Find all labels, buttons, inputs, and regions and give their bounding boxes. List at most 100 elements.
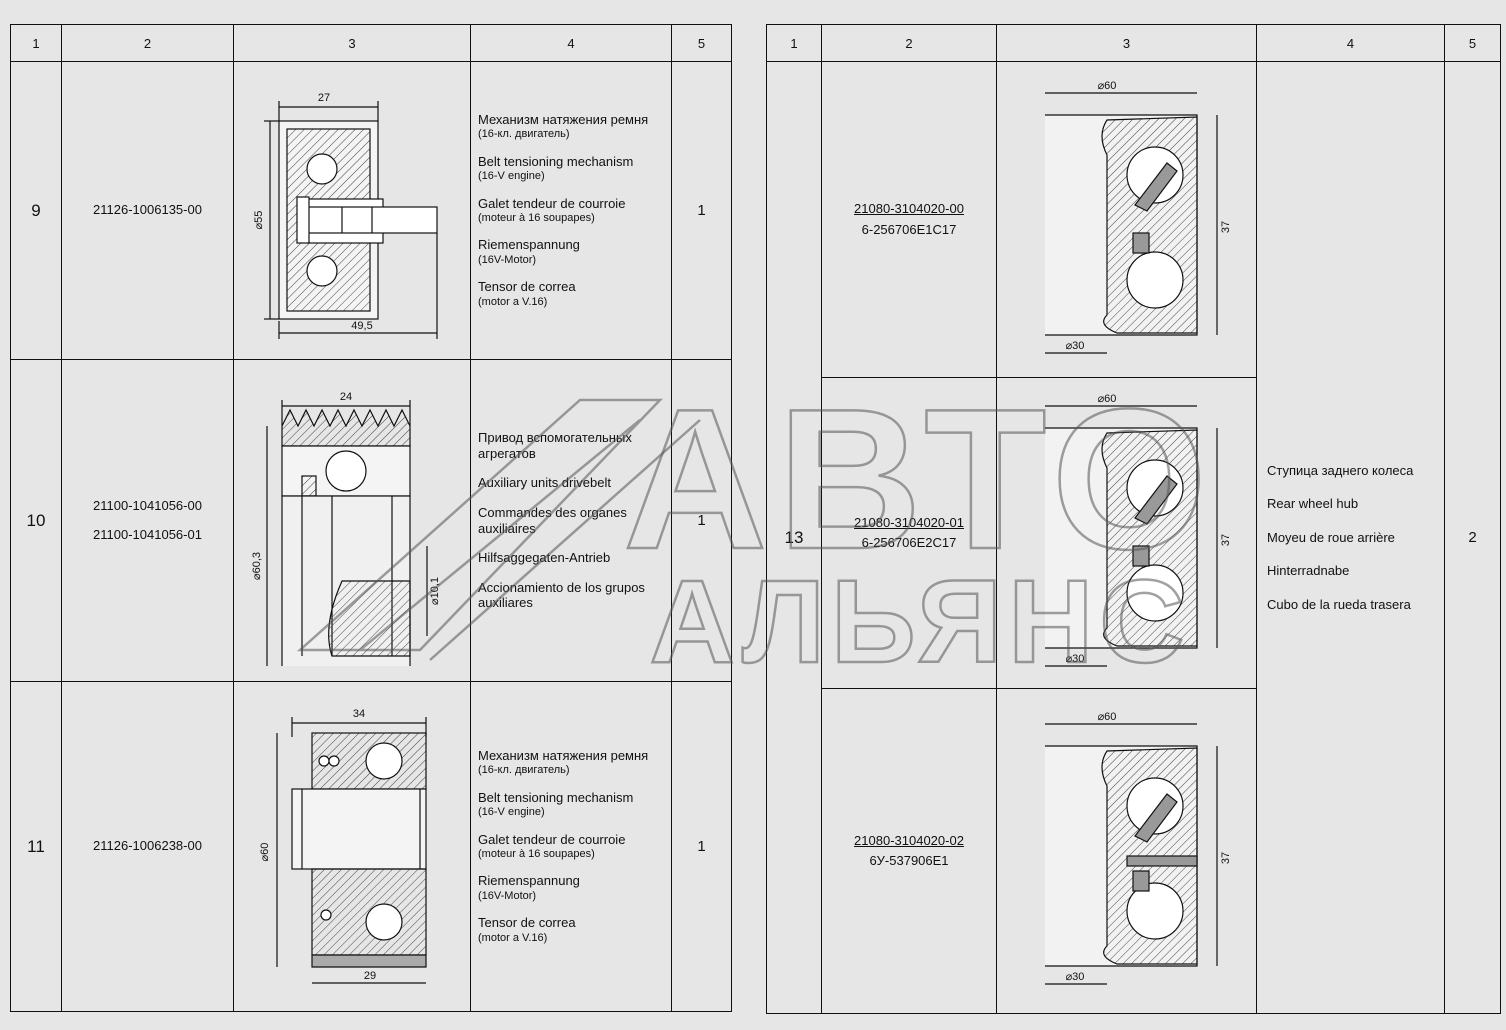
hub-drawing-variant-2: ⌀60 ⌀30 37 [996, 377, 1257, 689]
table-row: 21080-3104020-01 6-256706E2C17 ⌀60 ⌀30 [767, 377, 1501, 689]
desc-ru-sub: (16-кл. двигатель) [478, 128, 570, 141]
desc-es: Cubo de la rueda trasera [1267, 596, 1411, 612]
part-description: Ступица заднего колеса Rear wheel hub Mo… [1256, 61, 1445, 1014]
col-header-3: 3 [233, 24, 471, 62]
dim-height: 37 [1220, 852, 1232, 864]
hub-drawing-icon: ⌀60 ⌀30 37 [1044, 711, 1232, 985]
dim-inner: ⌀30 [1065, 653, 1084, 665]
col-header-1: 1 [766, 24, 822, 62]
dim-width: 34 [353, 708, 365, 720]
tensioner-drawing-icon: 27 ⌀55 49,5 [253, 92, 438, 339]
part-code-text: 21080-3104020-02 [854, 832, 964, 848]
hub-drawing-icon: ⌀60 ⌀30 37 [1044, 80, 1232, 354]
desc-es: Accionamiento de los grupos auxiliares [478, 579, 645, 611]
dim-inner: ⌀30 [1065, 340, 1084, 352]
hub-drawing-icon: ⌀60 ⌀30 37 [1044, 393, 1232, 667]
table-row: 9 21126-1006135-00 [10, 61, 732, 360]
dim-outer: ⌀60 [1097, 711, 1116, 723]
part-code-text: 21080-3104020-00 [854, 201, 964, 217]
desc-de: Hilfsaggegaten-Antrieb [478, 550, 611, 566]
item-number: 10 [10, 359, 62, 682]
part-drawing-belt-tensioner: 27 ⌀55 49,5 [233, 61, 471, 360]
item-number: 13 [766, 61, 822, 1014]
item-number: 11 [10, 681, 62, 1012]
quantity: 2 [1444, 61, 1501, 1014]
hub-drawing-variant-3: ⌀60 ⌀30 37 [996, 688, 1257, 1014]
right-header-row: 1 2 3 4 5 [766, 24, 1501, 62]
left-header-row: 1 2 3 4 5 [10, 24, 732, 62]
part-code-text: 21080-3104020-01 [854, 514, 964, 530]
desc-fr: Commandes des organes auxiliaires [478, 504, 627, 536]
bearing-code-text: 6-256706E1C17 [861, 221, 957, 237]
quantity: 1 [671, 681, 732, 1012]
left-parts-table: 1 2 3 4 5 9 21126-1006135-00 [10, 24, 732, 1012]
dim-diameter: ⌀55 [253, 210, 265, 229]
desc-es-sub: (motor a V.16) [478, 931, 548, 944]
part-code: 21126-1006238-00 [61, 681, 234, 1012]
part-drawing-drive-pulley: 24 ⌀60,3 ⌀10,1 [233, 359, 471, 682]
dim-bottom: 29 [364, 970, 376, 982]
desc-ru-sub: (16-кл. двигатель) [478, 764, 570, 777]
desc-fr-sub: (moteur à 16 soupapes) [478, 212, 595, 225]
hub-drawing-variant-1: ⌀60 ⌀30 37 [996, 61, 1257, 378]
dim-length: 49,5 [351, 320, 372, 332]
part-description: Механизм натяжения ремня (16-кл. двигате… [470, 61, 672, 360]
part-code-text: 21126-1006238-00 [93, 838, 202, 854]
part-code-variant-2: 21080-3104020-01 6-256706E2C17 [821, 377, 997, 689]
quantity: 1 [671, 359, 732, 682]
part-code-text: 21100-1041056-00 [93, 498, 202, 514]
desc-fr: Moyeu de roue arrière [1267, 529, 1395, 545]
dim-diameter: ⌀60,3 [251, 551, 263, 579]
col-header-3: 3 [996, 24, 1257, 62]
desc-es-sub: (motor a V.16) [478, 295, 548, 308]
right-parts-table: 1 2 3 4 5 13 21080-3104020-00 6-256706E1… [766, 24, 1501, 1014]
col-header-2: 2 [61, 24, 234, 62]
part-description: Привод вспомогательных агрегатов Auxilia… [470, 359, 672, 682]
tensioner-drawing-icon: 34 ⌀60 29 [259, 708, 427, 984]
part-code: 21126-1006135-00 [61, 61, 234, 360]
pulley-drawing-icon: 24 ⌀60,3 ⌀10,1 [251, 391, 441, 666]
part-description: Механизм натяжения ремня (16-кл. двигате… [470, 681, 672, 1012]
col-header-5: 5 [671, 24, 732, 62]
table-row: 13 21080-3104020-00 6-256706E1C17 ⌀60 [766, 61, 1501, 1014]
col-header-2: 2 [821, 24, 997, 62]
desc-ru: Ступица заднего колеса [1267, 462, 1414, 478]
dim-diameter: ⌀60 [259, 842, 271, 861]
table-row: 21080-3104020-02 6У-537906Е1 ⌀60 [767, 688, 1501, 1014]
dim-height: 37 [1220, 534, 1232, 546]
col-header-5: 5 [1444, 24, 1501, 62]
bearing-code-text: 6У-537906Е1 [869, 853, 949, 868]
table-row: 11 21126-1006238-00 [10, 681, 732, 1012]
desc-de: Hinterradnabe [1267, 563, 1350, 579]
desc-en: Auxiliary units drivebelt [478, 475, 611, 491]
item-number: 9 [10, 61, 62, 360]
col-header-1: 1 [10, 24, 62, 62]
dim-inner: ⌀30 [1065, 971, 1084, 983]
desc-ru: Привод вспомогательных агрегатов [478, 430, 632, 461]
desc-ru: Механизм натяжения ремня [478, 111, 649, 127]
col-header-4: 4 [470, 24, 672, 62]
desc-es: Tensor de correa [478, 279, 576, 295]
desc-ru: Механизм натяжения ремня [478, 747, 649, 763]
desc-fr-sub: (moteur à 16 soupapes) [478, 848, 595, 861]
desc-es: Tensor de correa [478, 915, 576, 931]
part-code: 21100-1041056-00 21100-1041056-01 [61, 359, 234, 682]
desc-en: Belt tensioning mechanism [478, 153, 634, 169]
bearing-code-text: 6-256706E2C17 [861, 535, 957, 550]
dim-width: 24 [340, 391, 352, 403]
part-code-text: 21126-1006135-00 [93, 202, 202, 218]
part-code-alt-text: 21100-1041056-01 [93, 526, 202, 542]
part-drawing-belt-tensioner-2: 34 ⌀60 29 [233, 681, 471, 1012]
desc-en: Belt tensioning mechanism [478, 789, 634, 805]
desc-fr: Galet tendeur de courroie [478, 195, 626, 211]
desc-en-sub: (16-V engine) [478, 806, 545, 819]
col-header-4: 4 [1256, 24, 1445, 62]
desc-de: Riemenspannung [478, 237, 580, 253]
desc-en-sub: (16-V engine) [478, 170, 545, 183]
dim-bore: ⌀10,1 [429, 576, 441, 604]
desc-en: Rear wheel hub [1267, 496, 1359, 512]
dim-outer: ⌀60 [1097, 80, 1116, 92]
part-code-variant-1: 21080-3104020-00 6-256706E1C17 [821, 61, 997, 378]
desc-de: Riemenspannung [478, 873, 580, 889]
dim-outer: ⌀60 [1097, 393, 1116, 405]
